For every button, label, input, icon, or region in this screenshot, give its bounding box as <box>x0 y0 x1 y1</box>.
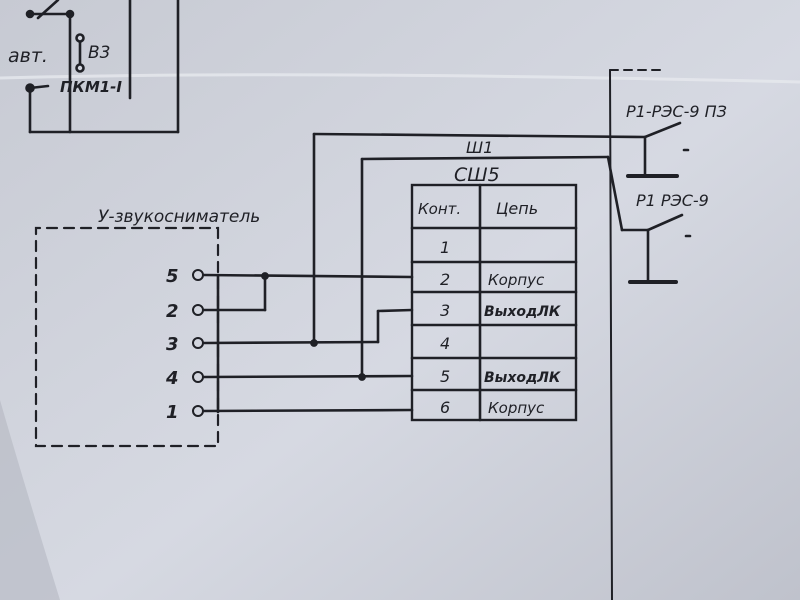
row-contact: 3 <box>440 301 450 320</box>
label-avt: авт. <box>8 45 48 67</box>
label-pkm: ПКМ1-I <box>60 78 122 96</box>
pin-terminal <box>192 371 204 383</box>
pin-terminal <box>192 304 204 316</box>
pin-terminal <box>192 269 204 281</box>
pin-label: 1 <box>166 402 179 423</box>
paper-shadow <box>0 400 60 600</box>
row-contact: 6 <box>440 398 450 417</box>
row-contact: 2 <box>440 270 450 289</box>
pin-label: 2 <box>166 301 179 322</box>
pin-label: 4 <box>165 368 179 389</box>
row-circuit: ВыходЛК <box>484 370 561 386</box>
row-contact: 4 <box>440 334 450 353</box>
relay-bottom-label: Р1 РЭС-9 <box>636 191 709 210</box>
pin-label: 5 <box>166 266 179 287</box>
pin-terminal <box>192 405 204 417</box>
pin-terminal <box>192 337 204 349</box>
row-circuit: Корпус <box>488 271 545 289</box>
row-contact: 1 <box>440 238 450 257</box>
row-contact: 5 <box>440 367 450 386</box>
pin-label: 3 <box>166 334 179 355</box>
relay-section <box>606 69 692 600</box>
connector-label-top: Ш1 <box>466 138 493 157</box>
label-v3: В3 <box>88 43 110 63</box>
device-title: У-звукосниматель <box>98 207 260 227</box>
row-circuit: ВыходЛК <box>484 304 561 320</box>
wires <box>202 132 647 414</box>
row-circuit: Корпус <box>488 399 545 417</box>
header-circuit: Цепь <box>496 199 538 218</box>
header-contact: Конт. <box>418 200 461 218</box>
connector-table-grid <box>410 183 578 422</box>
connector-label: СШ5 <box>454 164 500 186</box>
device-pins <box>192 269 204 417</box>
relay-top-label: Р1-РЭС-9 ПЗ <box>626 102 727 121</box>
top-left-block <box>25 0 180 134</box>
paper-fold <box>0 73 800 84</box>
